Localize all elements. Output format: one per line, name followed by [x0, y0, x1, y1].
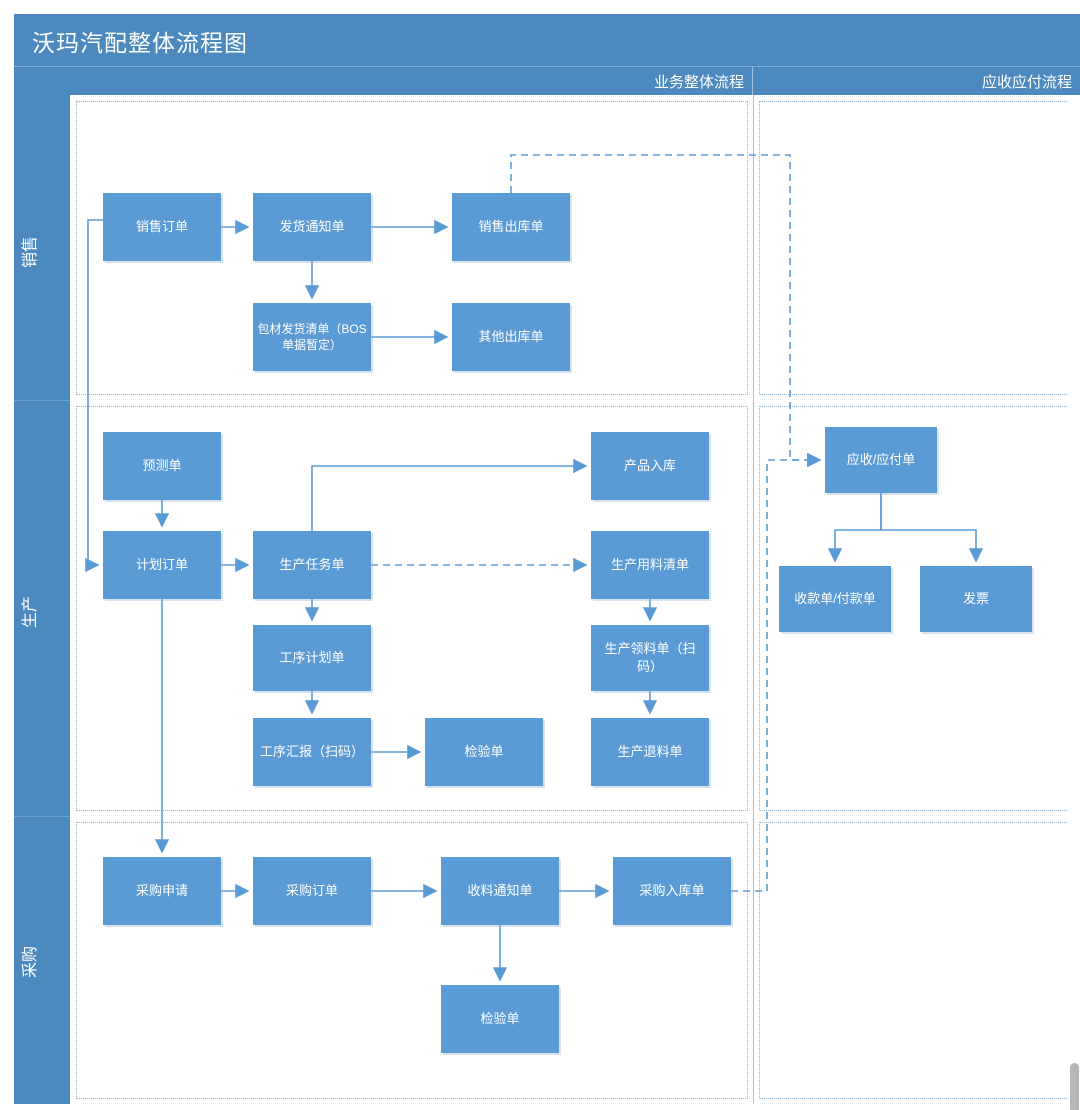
node-delivery-notice[interactable]: 发货通知单: [253, 193, 371, 261]
node-production-return[interactable]: 生产退料单: [591, 718, 709, 786]
vertical-scrollbar[interactable]: [1068, 95, 1080, 1110]
lane-purchase: [14, 817, 70, 1104]
lane-label-production: 生产: [22, 596, 39, 629]
column-header-arap: 应收应付流程: [753, 67, 1080, 95]
lane-production: [14, 401, 70, 816]
node-receipt-notice[interactable]: 收料通知单: [441, 857, 559, 925]
node-other-outbound[interactable]: 其他出库单: [452, 303, 570, 371]
node-plan-order[interactable]: 计划订单: [103, 531, 221, 599]
node-production-picking[interactable]: 生产领料单（扫码）: [591, 625, 709, 691]
node-process-plan[interactable]: 工序计划单: [253, 625, 371, 691]
column-header-arap-label: 应收应付流程: [981, 73, 1072, 91]
node-invoice[interactable]: 发票: [920, 566, 1032, 632]
title-divider: [14, 66, 1080, 67]
lane-label-sales: 销售: [22, 236, 39, 269]
column-divider: [753, 95, 754, 1104]
column-header-business-label: 业务整体流程: [653, 73, 744, 91]
node-sales-outbound[interactable]: 销售出库单: [452, 193, 570, 261]
node-forecast-order[interactable]: 预测单: [103, 432, 221, 500]
dotted-zone-sales-arap: [759, 101, 1075, 395]
node-product-inbound[interactable]: 产品入库: [591, 432, 709, 500]
node-inspection-purchase[interactable]: 检验单: [441, 985, 559, 1053]
node-purchase-inbound[interactable]: 采购入库单: [613, 857, 731, 925]
title-bar: [14, 14, 1080, 66]
node-production-material-list[interactable]: 生产用料清单: [591, 531, 709, 599]
node-process-report[interactable]: 工序汇报（扫码）: [253, 718, 371, 786]
node-inspection-production[interactable]: 检验单: [425, 718, 543, 786]
node-packing-delivery-list[interactable]: 包材发货清单（BOS单据暂定）: [253, 303, 371, 371]
dotted-zone-purchase-arap: [759, 822, 1075, 1099]
node-purchase-order[interactable]: 采购订单: [253, 857, 371, 925]
lane-sales: [14, 95, 70, 400]
node-production-task[interactable]: 生产任务单: [253, 531, 371, 599]
lane-label-purchase: 采购: [22, 946, 39, 979]
node-sales-order[interactable]: 销售订单: [103, 193, 221, 261]
node-purchase-request[interactable]: 采购申请: [103, 857, 221, 925]
dotted-zone-purchase-business: [76, 822, 748, 1099]
node-receipt-payment[interactable]: 收款单/付款单: [779, 566, 891, 632]
scrollbar-thumb[interactable]: [1070, 1063, 1079, 1110]
column-header-business: 业务整体流程: [14, 67, 753, 95]
node-ar-ap[interactable]: 应收/应付单: [825, 427, 937, 493]
page-title: 沃玛汽配整体流程图: [32, 30, 248, 56]
